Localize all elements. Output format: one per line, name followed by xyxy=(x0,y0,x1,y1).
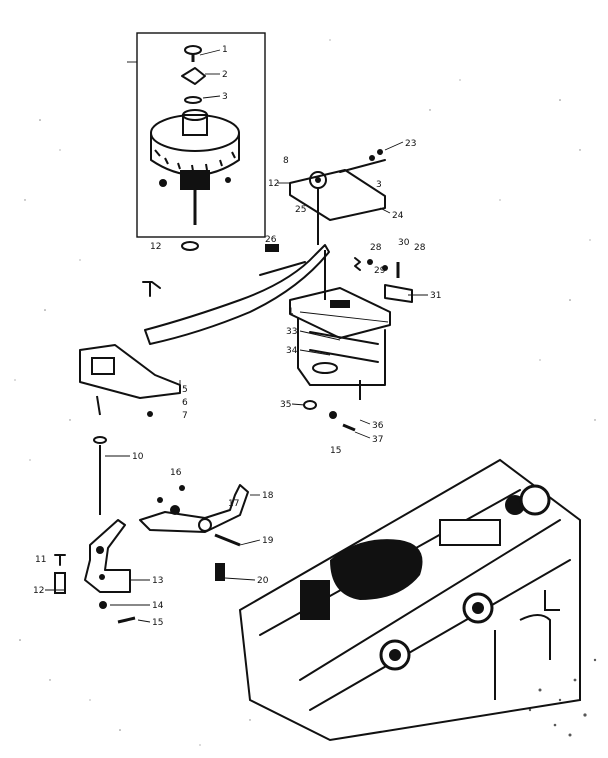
callout-28-left: 28 xyxy=(370,243,382,253)
callout-3: 3 xyxy=(222,92,228,102)
left-bracket-part xyxy=(79,344,181,417)
screw-icon xyxy=(184,45,202,62)
nut-35 xyxy=(303,400,317,410)
callout-36: 36 xyxy=(372,421,384,431)
callout-25: 25 xyxy=(295,205,306,215)
cylinder-12 xyxy=(54,572,66,594)
callout-35: 35 xyxy=(280,400,291,410)
screw-15 xyxy=(117,616,136,624)
screw-11 xyxy=(54,554,66,566)
screw-37 xyxy=(342,423,356,432)
callout-7: 7 xyxy=(182,411,188,421)
callout-labels: 1 2 3 23 8 12 3 24 25 12 26 28 30 28 29 … xyxy=(33,45,441,628)
small-parts-16 xyxy=(157,485,185,503)
inset-detail-box xyxy=(127,32,266,238)
callout-26: 26 xyxy=(265,235,277,245)
callout-16: 16 xyxy=(170,468,182,478)
callout-10: 10 xyxy=(132,452,144,462)
small-screws-group xyxy=(354,257,413,303)
small-nut-right xyxy=(225,177,231,183)
callout-2: 2 xyxy=(222,70,228,80)
callout-30: 30 xyxy=(398,238,410,248)
callout-17: 17 xyxy=(228,499,239,509)
washer-12 xyxy=(181,241,199,251)
callout-34: 34 xyxy=(286,346,298,356)
callout-12-upper: 12 xyxy=(268,179,279,189)
callout-1: 1 xyxy=(222,45,228,55)
callout-15-lower: 15 xyxy=(152,618,163,628)
nut-14 xyxy=(99,601,107,609)
callout-5: 5 xyxy=(182,385,188,395)
callout-15-upper: 15 xyxy=(330,446,341,456)
callout-23: 23 xyxy=(405,139,416,149)
clip-part xyxy=(181,67,206,85)
callout-24: 24 xyxy=(392,211,404,221)
small-nut-left xyxy=(159,179,167,187)
callout-3-upper: 3 xyxy=(376,180,382,190)
callout-6: 6 xyxy=(182,398,188,408)
upper-link-assembly xyxy=(289,149,386,245)
scan-noise xyxy=(14,39,596,746)
feed-lever-part xyxy=(139,484,249,547)
long-lever-part xyxy=(144,244,330,345)
callout-11: 11 xyxy=(35,555,46,565)
lower-lever-part xyxy=(84,519,131,593)
cam-gear-assembly xyxy=(150,109,240,225)
callout-19: 19 xyxy=(262,536,274,546)
callout-13: 13 xyxy=(152,576,163,586)
bracket-assembly xyxy=(289,250,391,400)
machine-body xyxy=(238,458,597,742)
washer-9 xyxy=(93,436,107,444)
callout-8: 8 xyxy=(283,156,289,166)
spring-20 xyxy=(215,563,225,581)
callout-12-washer: 12 xyxy=(150,242,161,252)
lever-spring xyxy=(265,244,279,252)
callout-37: 37 xyxy=(372,435,383,445)
callout-31: 31 xyxy=(430,291,441,301)
callout-33: 33 xyxy=(286,327,297,337)
callout-1-bracket: 1 xyxy=(288,307,294,317)
callout-14: 14 xyxy=(152,601,164,611)
leader-lines xyxy=(45,49,428,623)
callout-12-lower: 12 xyxy=(33,586,44,596)
small-spring-part xyxy=(142,281,161,297)
screw-36 xyxy=(329,411,337,419)
callout-18: 18 xyxy=(262,491,274,501)
callout-28-right: 28 xyxy=(414,243,426,253)
washer-part xyxy=(184,96,202,104)
callout-20: 20 xyxy=(257,576,269,586)
callout-29: 29 xyxy=(374,266,386,276)
